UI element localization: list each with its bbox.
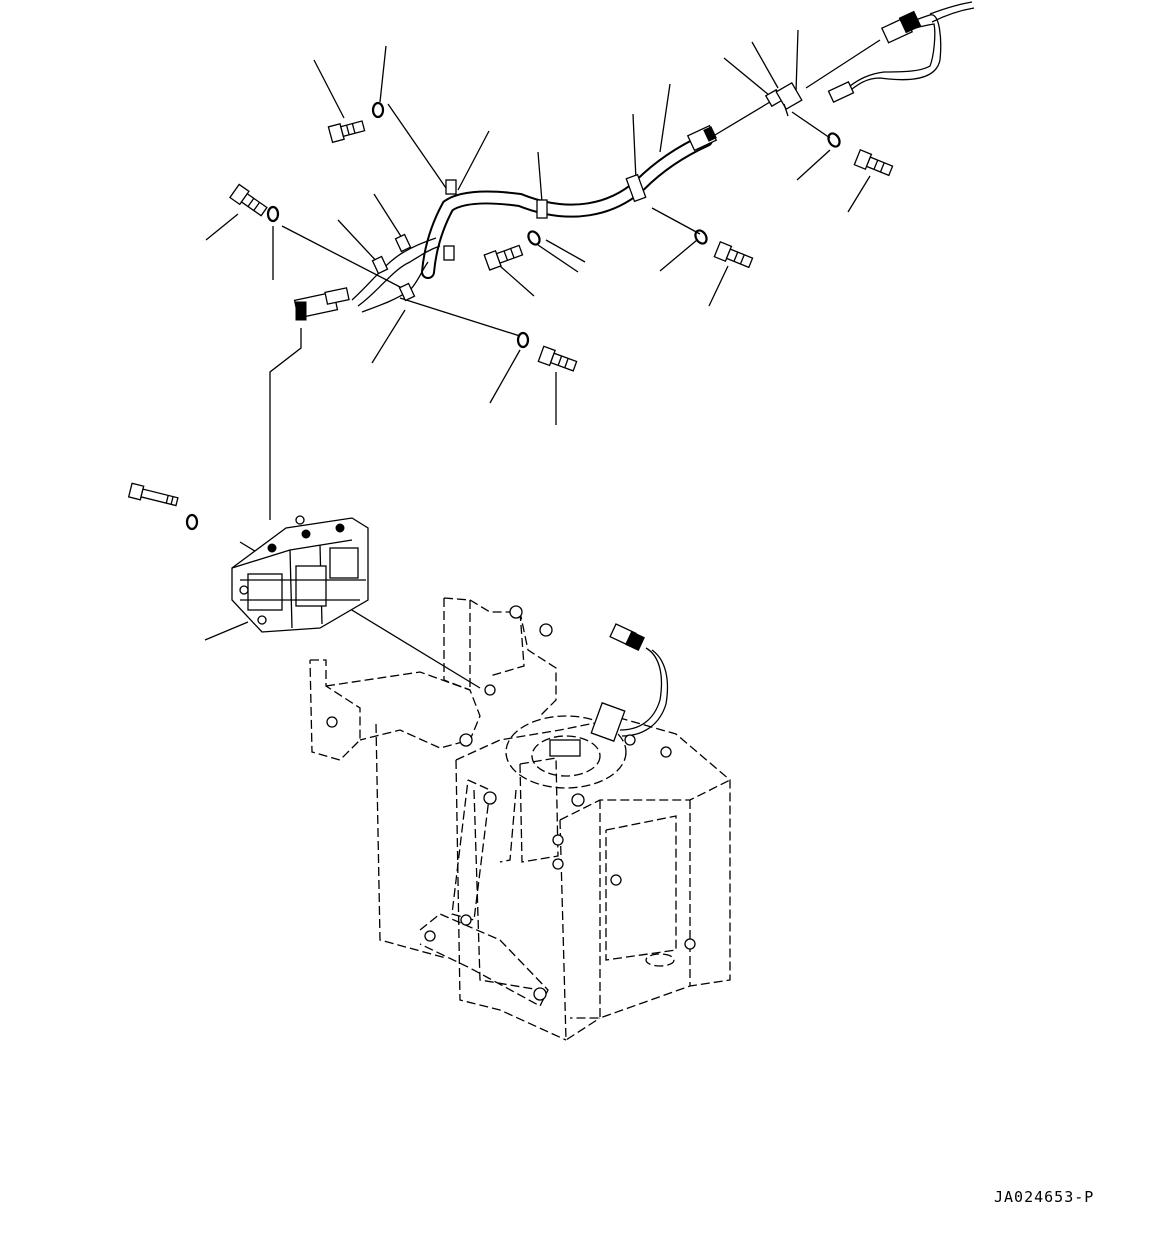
bolt-top (327, 120, 366, 144)
sensor-connector-top (764, 1, 975, 117)
bolt-middle (483, 244, 524, 271)
hose-harness (293, 124, 718, 321)
bolt-right (853, 148, 894, 177)
washers (185, 101, 841, 531)
bolt-lower-middle (537, 345, 578, 372)
bolt-left (229, 183, 268, 217)
bolt-right-middle (713, 240, 754, 269)
valve-unit (231, 515, 369, 633)
leader-lines (204, 29, 871, 641)
drawing-code-label: JA024653-P (994, 1188, 1095, 1206)
long-bolt (127, 482, 179, 507)
frame-bracket (309, 597, 731, 1042)
